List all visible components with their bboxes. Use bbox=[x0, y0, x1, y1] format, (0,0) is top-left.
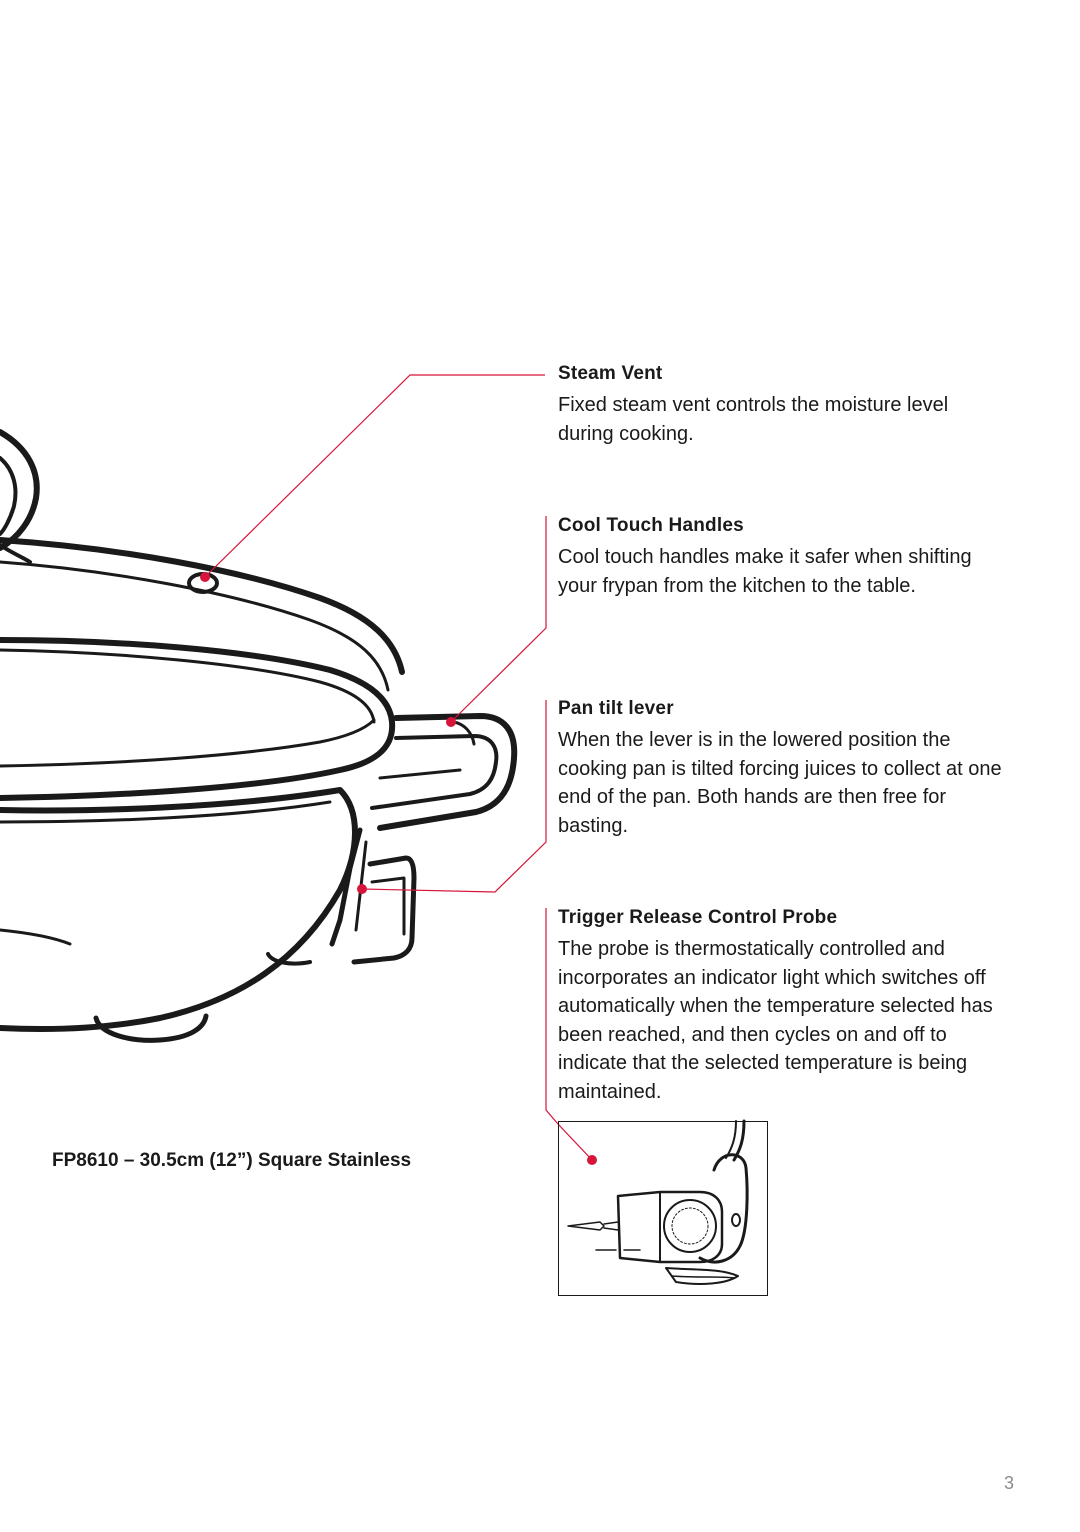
pan-body bbox=[0, 787, 358, 1032]
tilt-lever-callout-dot bbox=[357, 884, 367, 894]
feature-pan-tilt-lever: Pan tilt lever When the lever is in the … bbox=[558, 698, 1008, 840]
feature-description: The probe is thermostatically controlled… bbox=[558, 938, 993, 1103]
probe-socket bbox=[351, 855, 417, 965]
probe-callout-line bbox=[545, 908, 593, 1161]
model-caption: FP8610 – 30.5cm (12”) Square Stainless bbox=[52, 1150, 412, 1171]
tilt-lever bbox=[329, 827, 363, 947]
feature-title: Trigger Release Control Probe bbox=[558, 907, 838, 928]
tilt-lever-callout-line bbox=[361, 700, 547, 893]
page-number: 3 bbox=[1004, 1473, 1015, 1493]
feature-description: Cool touch handles make it safer when sh… bbox=[558, 546, 972, 597]
lid-dome bbox=[0, 537, 405, 675]
steam-vent-callout-line bbox=[204, 374, 545, 578]
feature-control-probe: Trigger Release Control Probe The probe … bbox=[558, 907, 1008, 1106]
feature-description: Fixed steam vent controls the moisture l… bbox=[558, 394, 949, 445]
cool-handle-callout-dot bbox=[446, 717, 456, 727]
feature-title: Pan tilt lever bbox=[558, 698, 674, 719]
feature-steam-vent: Steam Vent Fixed steam vent controls the… bbox=[558, 363, 1008, 448]
cool-handle-callout-line bbox=[450, 516, 547, 723]
lid-handle-inner bbox=[0, 456, 18, 536]
control-probe-illustration bbox=[567, 1119, 749, 1285]
feature-title: Steam Vent bbox=[558, 363, 663, 384]
lid-handle-outline bbox=[0, 429, 40, 551]
steam-vent-callout-dot bbox=[200, 572, 210, 582]
probe-callout-dot bbox=[587, 1155, 597, 1165]
lid-rim bbox=[0, 637, 396, 801]
feature-title: Cool Touch Handles bbox=[558, 515, 744, 536]
pan-foot bbox=[93, 1013, 209, 1043]
side-handle bbox=[377, 713, 518, 831]
feature-cool-touch-handles: Cool Touch Handles Cool touch handles ma… bbox=[558, 515, 1008, 600]
probe-image-frame bbox=[558, 1121, 768, 1296]
feature-description: When the lever is in the lowered positio… bbox=[558, 729, 1002, 837]
